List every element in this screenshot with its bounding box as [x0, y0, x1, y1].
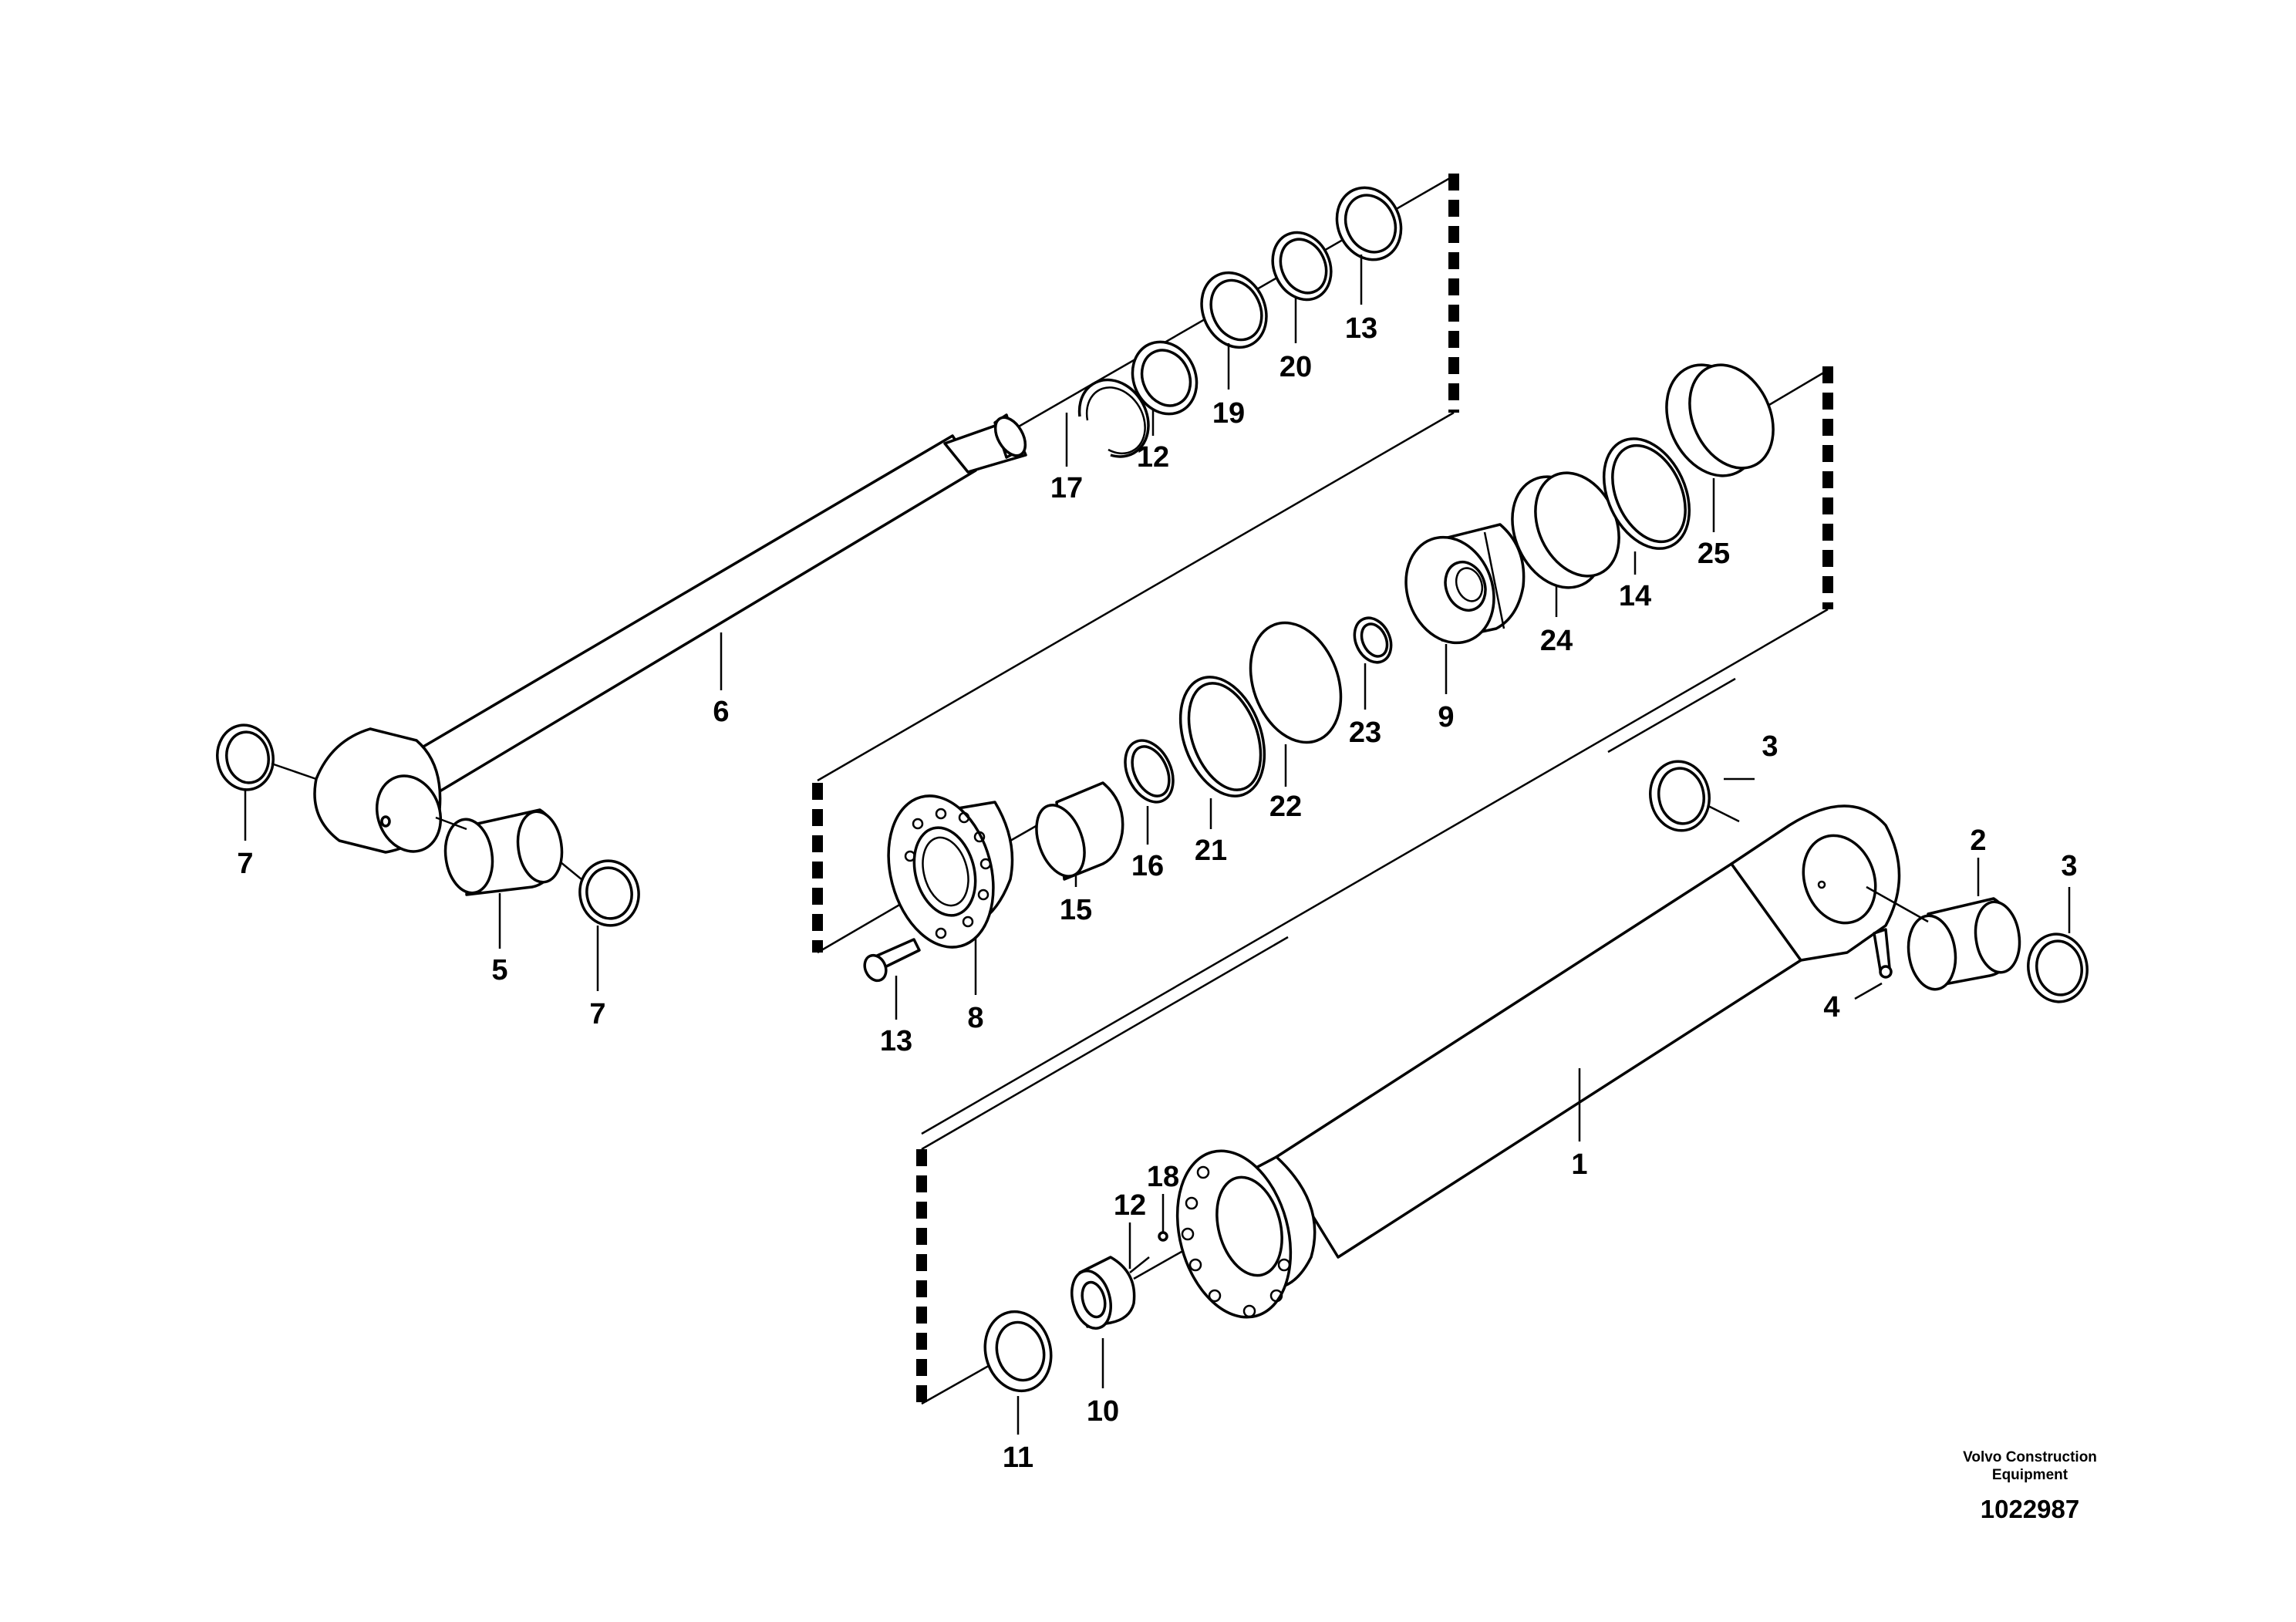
seal-ring-part-23 [1178, 676, 1266, 798]
callout-26-right: 25 [1698, 538, 1730, 570]
callout-10: 10 [1087, 1395, 1119, 1428]
callout-13: 13 [880, 1025, 912, 1057]
callout-2: 2 [1970, 824, 1986, 857]
small-part-20 [1158, 1231, 1168, 1242]
washer-part-11 [983, 1310, 1053, 1393]
seal-ring-part-24 [1249, 621, 1343, 744]
bushing-part-2 [1866, 885, 2021, 991]
bolt-part-13 [863, 938, 921, 983]
callout-3-right: 3 [2061, 850, 2077, 882]
seal-ring-part-16 [1602, 437, 1691, 550]
footer: Volvo Construction Equipment 1022987 [1963, 1449, 2097, 1523]
cylinder-head-part-8 [887, 794, 1014, 949]
callout-22: 20 [1279, 351, 1312, 383]
ring-part-25 [1353, 616, 1393, 664]
seal-ring-part-3-right [2027, 932, 2089, 1003]
bushing-part-6 [435, 808, 587, 896]
grease-nipple-part-4 [1873, 928, 1893, 979]
seal-ring-part-7-right [578, 859, 640, 927]
callout-6: 5 [491, 954, 507, 986]
ring-part-12 [1131, 340, 1199, 416]
callout-16: 14 [1619, 580, 1651, 612]
callout-12: 12 [1137, 441, 1169, 474]
reference-number: 1022987 [1981, 1495, 2079, 1523]
ring-part-18 [1124, 739, 1175, 804]
callout-4: 4 [1823, 991, 1839, 1023]
callout-7-left: 7 [237, 848, 253, 880]
callout-7-right: 7 [589, 998, 605, 1030]
ring-part-15 [1335, 186, 1403, 261]
callout-24: 22 [1269, 791, 1302, 823]
callout-21: 19 [1212, 397, 1245, 430]
brand-line-2: Equipment [1992, 1467, 2068, 1483]
lock-nut-part-10 [1070, 1256, 1136, 1330]
cylinder-barrel-part-1 [1175, 804, 1901, 1319]
brand-line-1: Volvo Construction [1963, 1449, 2097, 1465]
piston-part-9 [1404, 523, 1526, 645]
seal-ring-part-3-top [1649, 760, 1740, 832]
piston-rod-part-5 [313, 413, 1027, 854]
callout-25: 23 [1349, 717, 1381, 749]
callout-14: 12 [1114, 1189, 1146, 1222]
callout-11: 11 [1003, 1442, 1033, 1474]
seal-ring-part-7-left [216, 723, 317, 791]
ring-part-26-left [1511, 471, 1620, 589]
callout-18: 16 [1131, 850, 1164, 882]
callout-20: 18 [1147, 1161, 1179, 1193]
callout-8: 8 [967, 1002, 983, 1034]
ring-part-21 [1200, 271, 1268, 349]
callout-9: 9 [1438, 701, 1454, 733]
callout-3-top: 3 [1762, 730, 1778, 763]
callout-17: 15 [1060, 894, 1092, 926]
callout-labels: 6 7 5 7 17 12 19 20 13 13 8 15 16 21 22 … [237, 312, 2077, 1474]
callout-5: 6 [713, 696, 729, 728]
callout-19: 17 [1050, 472, 1083, 504]
bushing-part-17 [1035, 781, 1124, 881]
ring-part-22 [1271, 231, 1333, 302]
callout-15: 13 [1345, 312, 1377, 345]
ring-part-26-right [1665, 363, 1775, 477]
small-part-14 [1129, 1256, 1150, 1273]
callout-23: 21 [1195, 835, 1227, 867]
callout-1: 1 [1571, 1148, 1587, 1181]
leader-lines [244, 255, 2071, 1435]
callout-26-left: 24 [1540, 625, 1573, 657]
